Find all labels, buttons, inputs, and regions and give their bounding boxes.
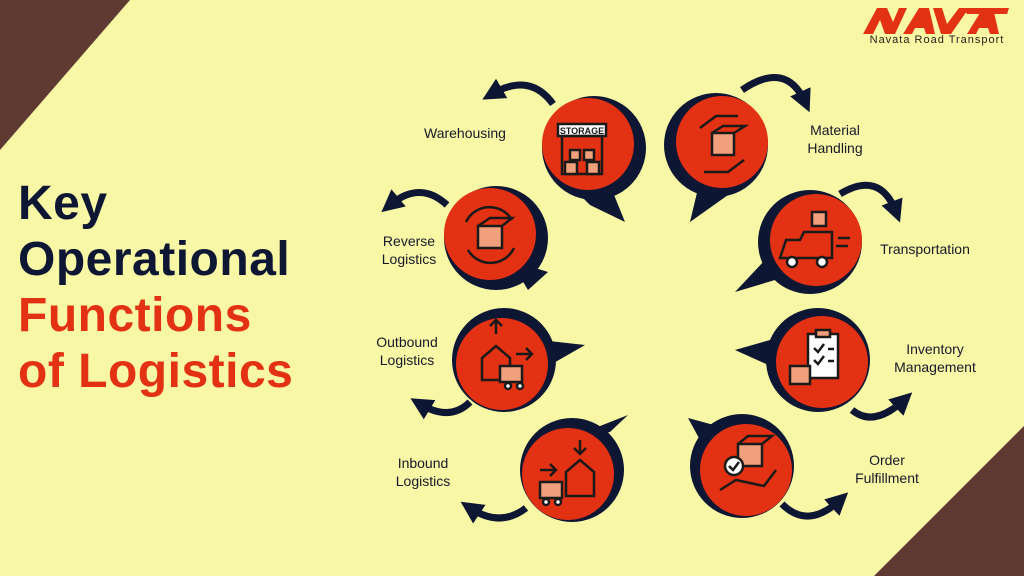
label-outbound-logistics: Outbound Logistics [376, 334, 438, 368]
storage-sign-text: STORAGE [560, 126, 604, 136]
brand-logo: Navata Road Transport [862, 8, 1012, 46]
return-box-icon [464, 205, 516, 265]
navata-logo-icon [863, 8, 1009, 34]
cycle-arrow [460, 501, 529, 524]
outbound-truck-icon [480, 318, 534, 391]
node-pointer [735, 340, 775, 368]
node-inbound-logistics [460, 415, 628, 524]
corner-decoration-top-left [0, 0, 130, 150]
page-title: Key Operational Functions of Logistics [18, 176, 293, 400]
node-transportation [735, 181, 903, 294]
node-circle [522, 428, 614, 520]
label-reverse-logistics: Reverse Logistics [381, 233, 437, 267]
label-transportation: Transportation [880, 241, 970, 257]
logo-tagline: Navata Road Transport [869, 34, 1005, 46]
node-order-fulfillment [688, 414, 849, 520]
node-inventory-management [735, 308, 913, 421]
cycle-arrow [381, 189, 450, 213]
label-order-fulfillment: Order Fulfillment [855, 452, 919, 486]
node-reverse-logistics [381, 186, 548, 290]
node-outbound-logistics [410, 308, 585, 420]
inbound-truck-icon [538, 440, 596, 507]
title-line-3: Functions [18, 289, 252, 342]
cycle-arrow [410, 398, 473, 420]
label-inbound-logistics: Inbound Logistics [395, 455, 451, 489]
cycle-arrow [740, 74, 811, 113]
hand-parcel-icon [719, 434, 777, 492]
node-material-handling [664, 74, 811, 222]
node-warehousing: STORAGE [482, 78, 646, 222]
title-line-4: of Logistics [18, 345, 294, 398]
node-circle [542, 98, 634, 190]
node-circle [456, 318, 548, 410]
corner-decoration-bottom-right [874, 426, 1024, 576]
cycle-arrow [849, 392, 913, 421]
title-line-1: Key [18, 177, 108, 230]
node-circle [700, 424, 792, 516]
title-line-2: Operational [18, 233, 291, 286]
warehouse-icon: STORAGE [556, 122, 608, 176]
cycle-arrow [779, 492, 849, 520]
label-warehousing: Warehousing [424, 125, 506, 141]
node-circle [770, 194, 862, 286]
cycle-arrow [482, 78, 556, 107]
clipboard-icon [788, 328, 840, 386]
label-inventory-management: Inventory Management [894, 341, 976, 375]
truck-icon [778, 210, 850, 269]
hands-box-icon [699, 114, 750, 174]
cycle-arrow [838, 181, 903, 223]
label-material-handling: Material Handling [807, 122, 863, 156]
